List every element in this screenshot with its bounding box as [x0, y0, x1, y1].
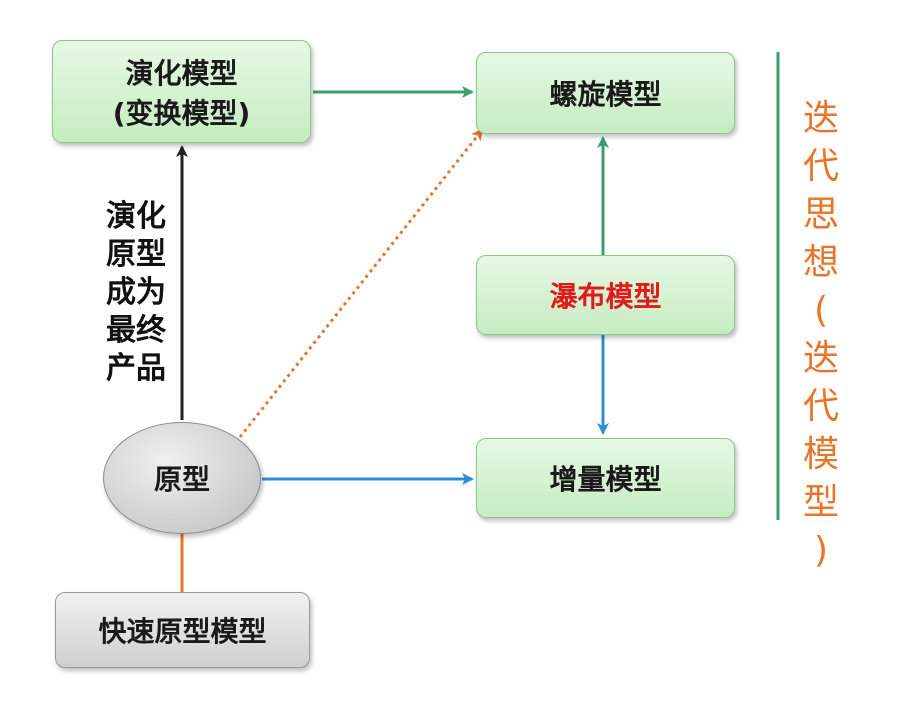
edge-label-evolve-to-product: 演化 原型 成为 最终 产品 [98, 198, 174, 388]
side-title-char: 型 [802, 482, 839, 523]
node-prototype-label: 原型 [153, 463, 210, 496]
side-title-char: 迭 [802, 338, 839, 379]
node-waterfall-model: 瀑布模型 [476, 255, 735, 335]
edge-label-line: 最终 [106, 313, 166, 348]
node-prototype: 原型 [103, 422, 261, 534]
node-evolution-label: 演化模型 [125, 56, 238, 90]
side-title-iterative: 迭 代 思 想 ( 迭 代 模 型 ) [796, 95, 846, 575]
side-title-char: 代 [802, 146, 839, 187]
side-title-char: ( [813, 290, 829, 331]
side-title-char: 思 [802, 194, 839, 235]
node-evolution-model: 演化模型 (变换模型) [52, 40, 311, 143]
node-spiral-label: 螺旋模型 [549, 78, 662, 111]
node-evolution-sublabel: (变换模型) [112, 96, 251, 130]
edge-label-line: 原型 [106, 237, 166, 272]
node-rapid-prototype-model: 快速原型模型 [55, 592, 310, 668]
side-title-char: 迭 [802, 98, 839, 139]
node-waterfall-label: 瀑布模型 [549, 280, 662, 313]
node-incremental-model: 增量模型 [476, 438, 735, 518]
node-spiral-model: 螺旋模型 [476, 52, 735, 134]
side-title-char: 想 [802, 242, 839, 283]
edge-label-line: 成为 [106, 275, 166, 310]
node-incremental-label: 增量模型 [549, 463, 662, 496]
node-rapid-label: 快速原型模型 [98, 615, 267, 648]
edge-label-line: 产品 [106, 351, 166, 386]
arrow-prototype-to-spiral [238, 128, 484, 438]
side-title-char: ) [813, 530, 829, 571]
side-title-char: 代 [802, 386, 839, 427]
edge-label-line: 演化 [106, 199, 166, 234]
side-title-char: 模 [802, 434, 839, 475]
